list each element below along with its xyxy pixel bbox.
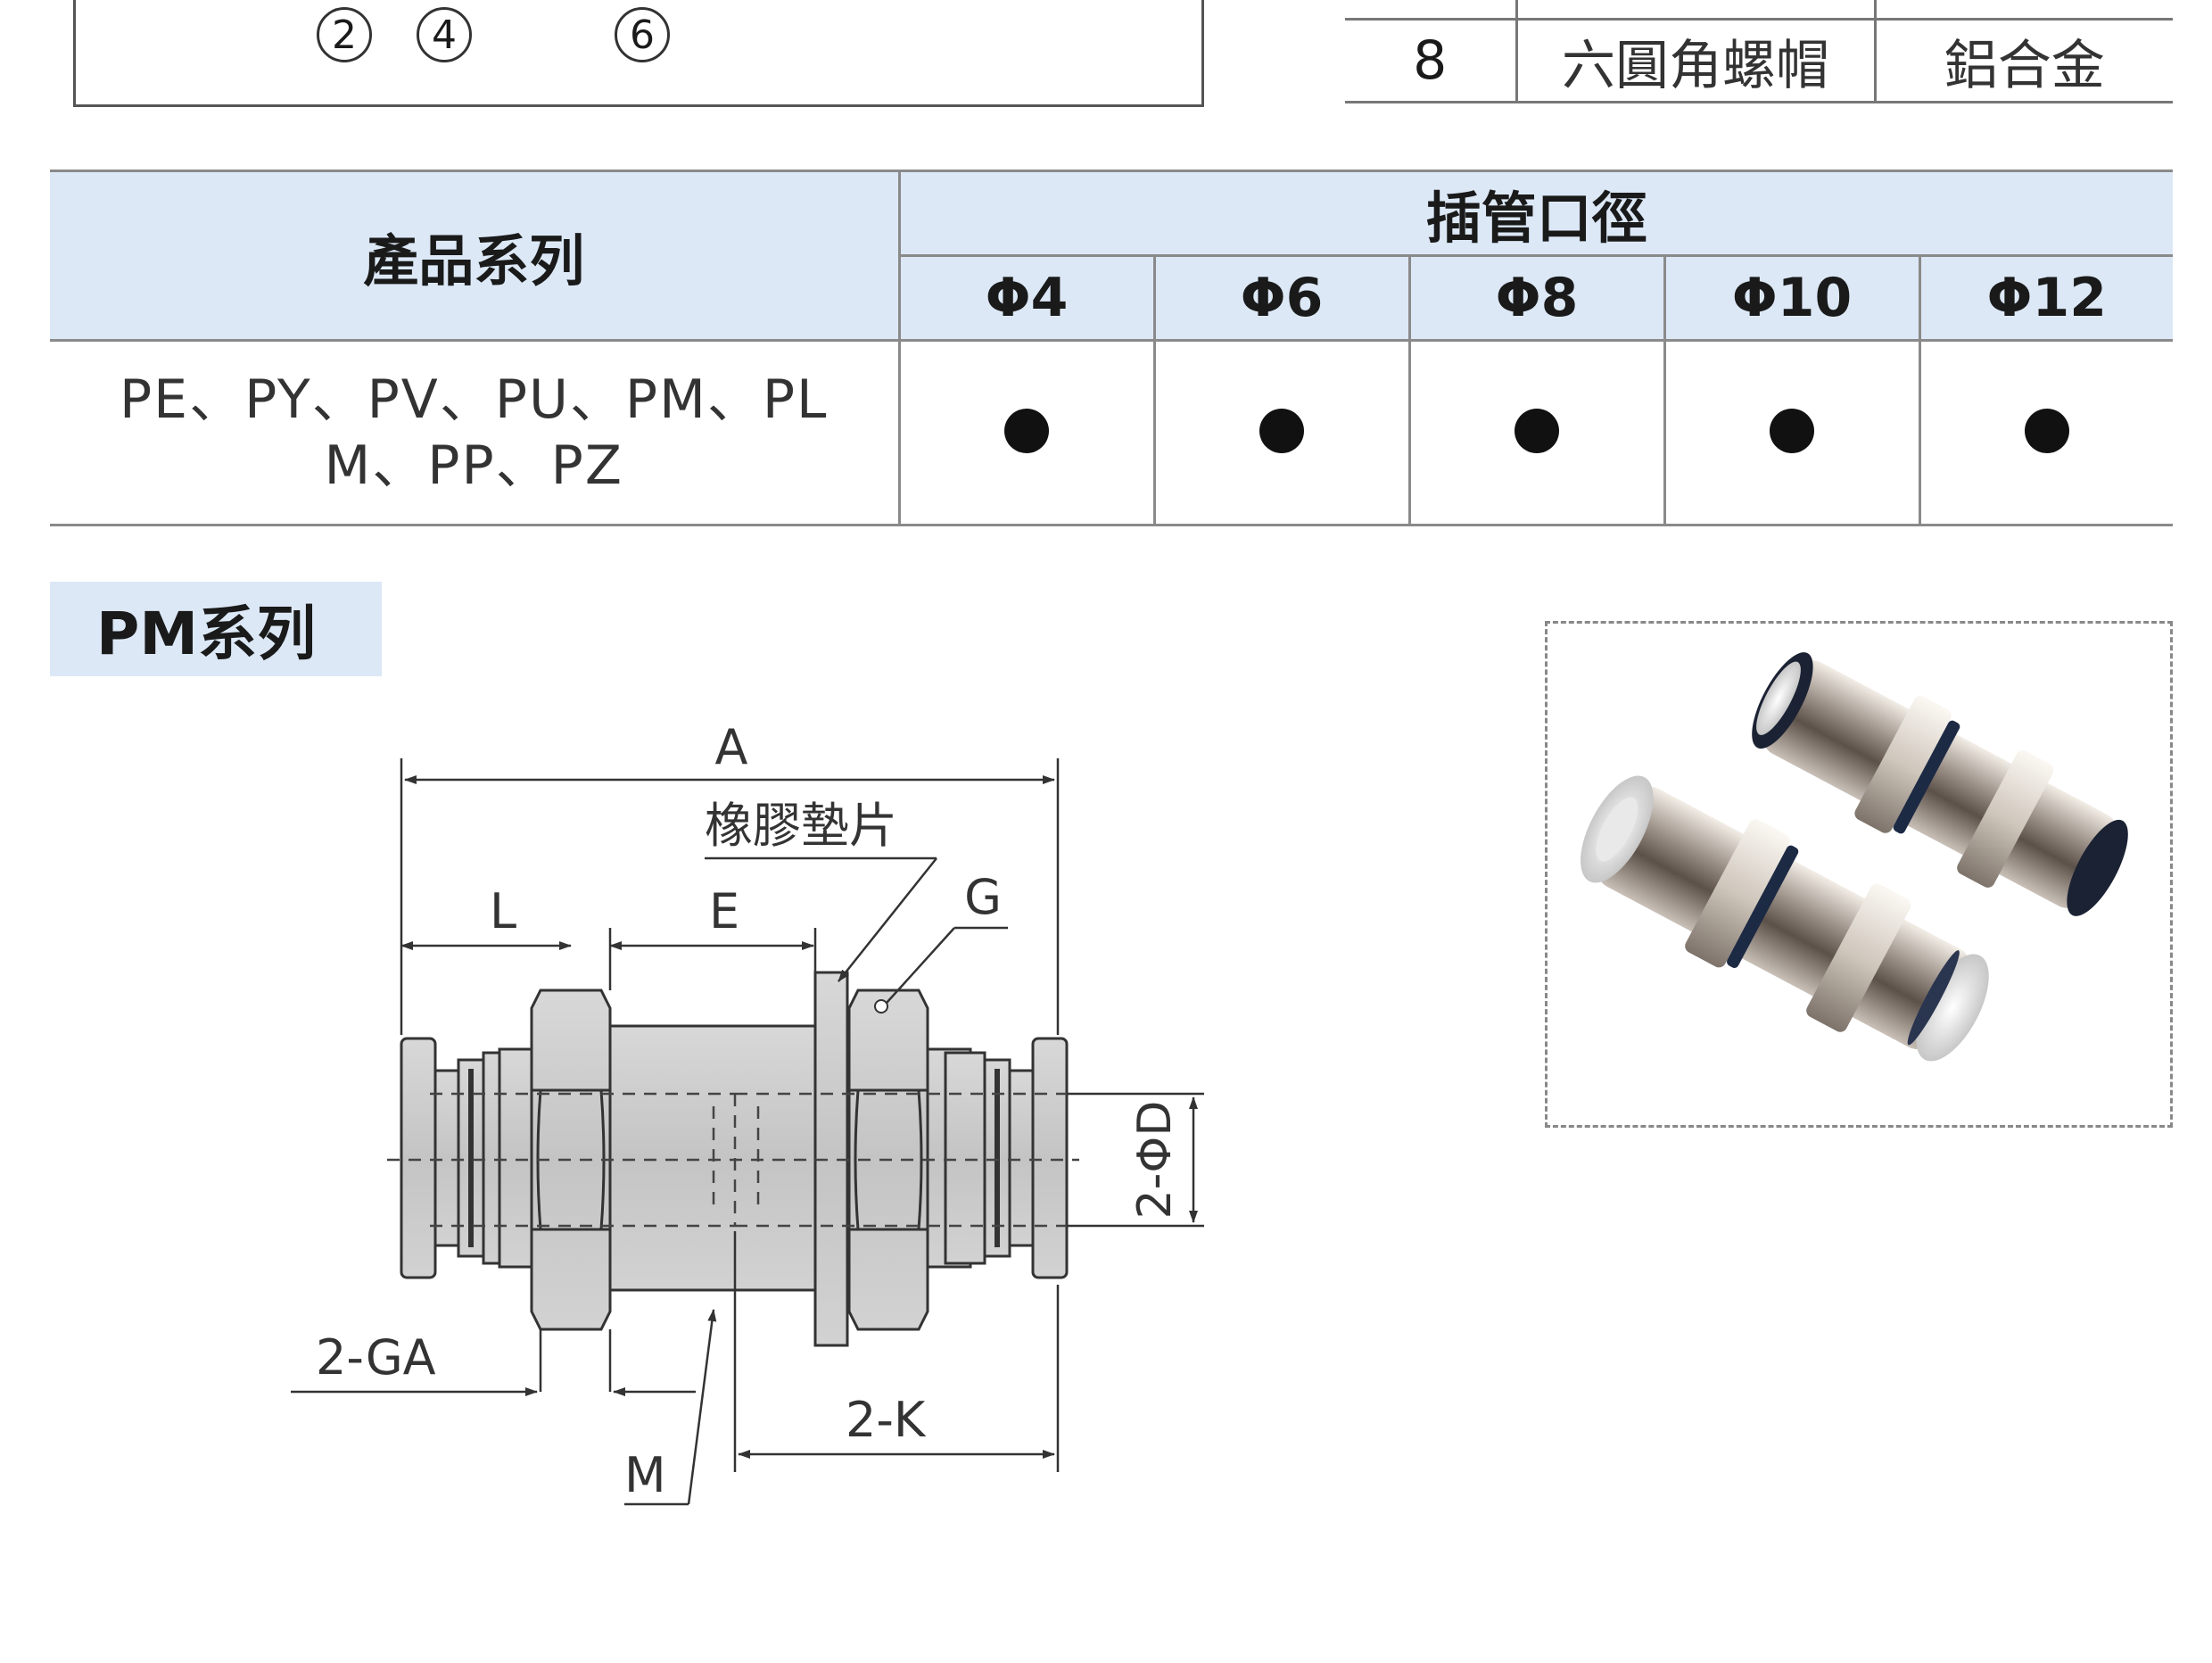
series-list-line: M、PP、PZ — [324, 434, 623, 497]
diameter-header: Φ8 — [1409, 255, 1666, 342]
dimension-label-a: A — [715, 719, 748, 775]
diameter-group-header: 插管口徑 — [899, 170, 2174, 257]
diameter-header: Φ4 — [899, 255, 1156, 342]
diameter-header: Φ6 — [1154, 255, 1411, 342]
part-number: 8 — [1345, 19, 1516, 103]
available-dot-icon — [2024, 409, 2069, 453]
dimension-label-ga: 2-GA — [316, 1329, 436, 1386]
dimension-lines — [291, 758, 1204, 1506]
callout-number: 4 — [417, 7, 472, 62]
dimension-label-e: E — [709, 883, 739, 939]
gasket-marker-icon — [874, 999, 888, 1014]
series-list-line: PE、PY、PV、PU、PM、PL — [120, 368, 829, 431]
part-name: 六圓角螺帽 — [1515, 19, 1875, 103]
table-row: 8 六圓角螺帽 鋁合金 — [1345, 19, 2173, 103]
availability-cell — [899, 340, 1156, 526]
product-photo — [1545, 621, 2173, 1128]
series-cell: PE、PY、PV、PU、PM、PL M、PP、PZ — [50, 340, 901, 526]
part-material: 鋁合金 — [1873, 19, 2173, 103]
availability-cell — [1919, 340, 2174, 526]
availability-cell — [1409, 340, 1666, 526]
table-row: PE、PY、PV、PU、PM、PL M、PP、PZ — [50, 340, 2174, 526]
diameter-header: Φ10 — [1664, 255, 1921, 342]
dimension-label-k: 2-K — [846, 1392, 927, 1448]
dimension-label-m: M — [624, 1447, 666, 1503]
available-dot-icon — [1004, 409, 1049, 453]
available-dot-icon — [1515, 409, 1559, 453]
fitting-photo-front — [1581, 775, 1989, 1062]
dimension-label-phi-d: 2-ΦD — [1128, 1101, 1182, 1220]
section-title: PM系列 — [50, 582, 382, 676]
spec-table: 產品系列 插管口徑 Φ4 Φ6 Φ8 Φ10 Φ12 PE、PY、PV、PU、P… — [50, 170, 2174, 526]
product-image — [1581, 652, 2128, 1062]
series-header: 產品系列 — [50, 170, 901, 342]
availability-cell — [1664, 340, 1921, 526]
available-dot-icon — [1770, 409, 1814, 453]
hex-facets — [468, 1069, 1000, 1247]
callout-number: 2 — [317, 7, 372, 62]
fitting-photo-back — [1752, 652, 2128, 916]
dimension-label-g: G — [964, 869, 1002, 925]
available-dot-icon — [1259, 409, 1304, 453]
diameter-header: Φ12 — [1919, 255, 2174, 342]
diagram-box-partial: 2 4 6 — [73, 0, 1204, 107]
hidden-lines — [387, 1092, 1079, 1228]
table-row — [1345, 0, 2173, 21]
dimension-label-l: L — [490, 883, 516, 939]
callout-number: 6 — [615, 7, 670, 62]
availability-cell — [1154, 340, 1411, 526]
gasket-label: 橡膠墊片 — [705, 798, 897, 854]
parts-table: 8 六圓角螺帽 鋁合金 — [1345, 0, 2173, 103]
